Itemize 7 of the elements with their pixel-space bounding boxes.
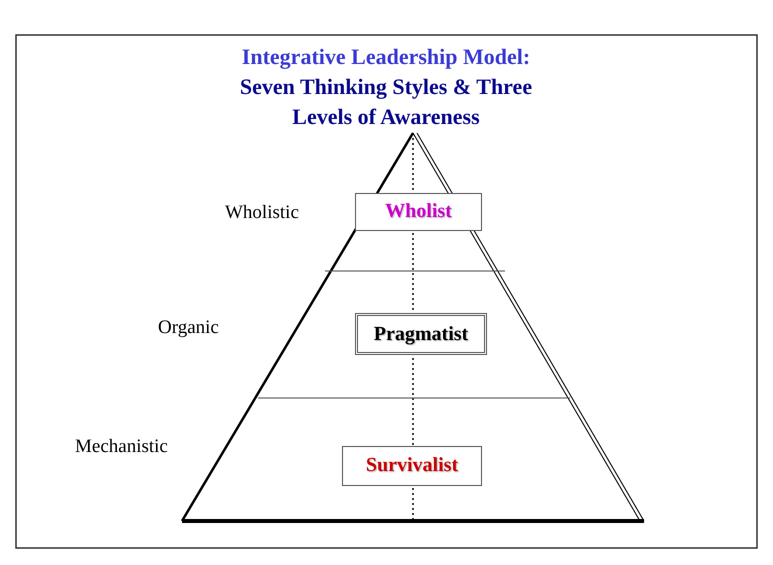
level-label: Organic [158,317,219,339]
level-label: Mechanistic [75,436,168,458]
style-box: Wholist [355,193,482,231]
level-label: Wholistic [225,202,299,224]
style-box: Survivalist [342,446,482,486]
style-box: Pragmatist [355,313,487,355]
title: Integrative Leadership Model: Seven Thinking Styles & Three Levels of Awareness [238,43,534,131]
